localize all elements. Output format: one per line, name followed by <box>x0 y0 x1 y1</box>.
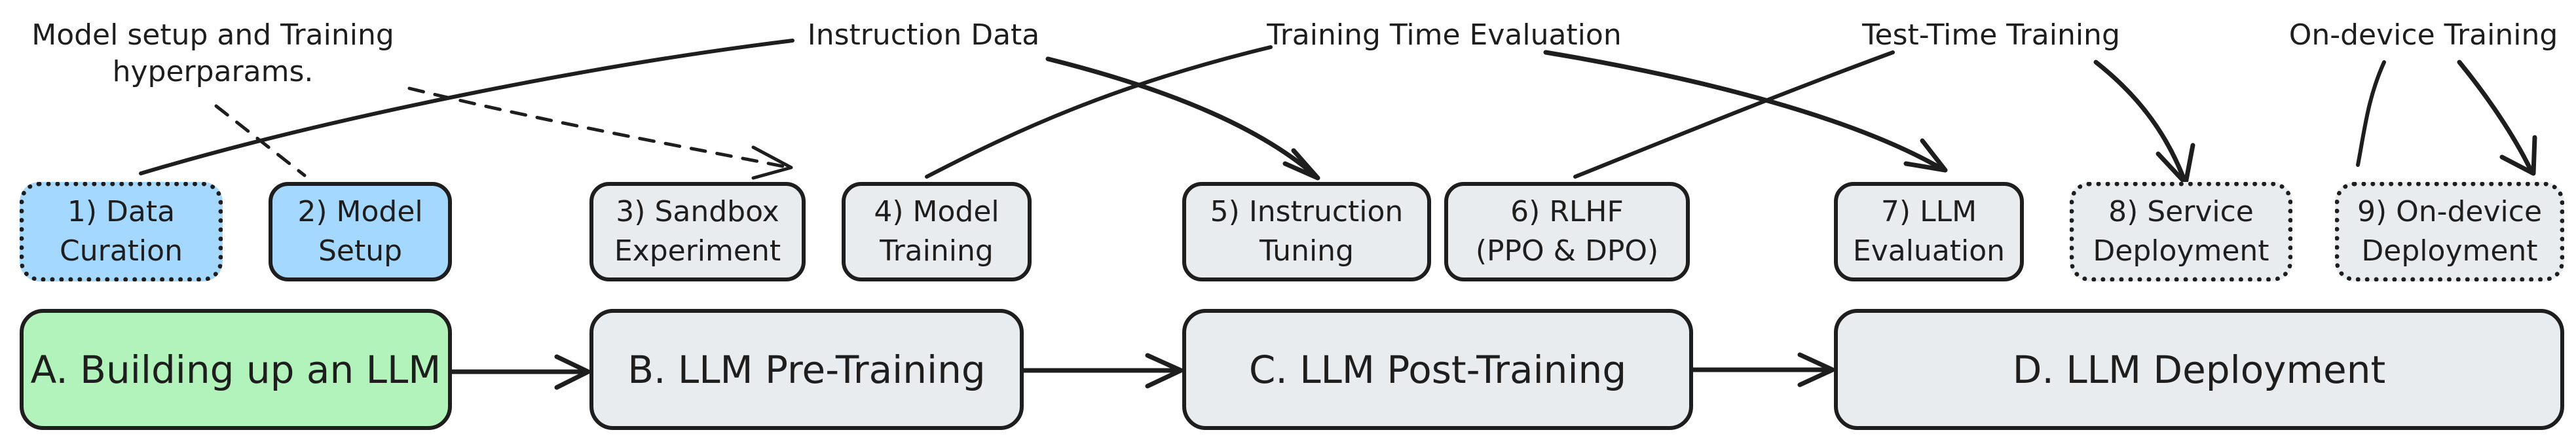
stage-llm-post-training: C. LLM Post-Training <box>1182 309 1693 430</box>
label-model-setup-hyperparams: Model setup and Training hyperparams. <box>31 18 394 88</box>
stage-llm-deployment: D. LLM Deployment <box>1834 309 2564 430</box>
label-instruction-data: Instruction Data <box>807 18 1040 52</box>
arrowhead-on-device <box>2499 135 2537 176</box>
arrowhead-instruction-tuning <box>1282 148 1320 181</box>
step-llm-evaluation: 7) LLM Evaluation <box>1834 182 2024 281</box>
arrowhead-stage-b <box>554 354 591 390</box>
arrow-on-device-left <box>2356 60 2386 167</box>
arrowhead-stage-d <box>1797 352 1835 387</box>
label-on-device-training: On-device Training <box>2288 18 2558 52</box>
step-service-deployment: 8) Service Deployment <box>2070 182 2292 281</box>
label-test-time-training: Test-Time Training <box>1862 18 2120 52</box>
arrowhead-llm-evaluation <box>1903 138 1948 173</box>
step-rlhf: 6) RLHF (PPO & DPO) <box>1444 182 1690 281</box>
stage-building-up-llm: A. Building up an LLM <box>20 309 452 430</box>
step-instruction-tuning: 5) Instruction Tuning <box>1182 182 1431 281</box>
arrowhead-sandbox <box>751 145 793 180</box>
arrow-test-time-to-rlhf <box>1573 50 1895 179</box>
step-on-device-deployment: 9) On-device Deployment <box>2335 182 2564 281</box>
arrow-sandbox-dashed <box>407 86 788 169</box>
arrow-training-eval-to-model-training <box>925 45 1273 179</box>
step-model-training: 4) Model Training <box>842 182 1032 281</box>
arrow-on-device-to-deployment <box>2457 60 2534 174</box>
arrow-test-time-to-service <box>2093 60 2187 183</box>
stage-llm-pre-training: B. LLM Pre-Training <box>589 309 1024 430</box>
arrowhead-stage-c <box>1145 353 1184 389</box>
arrow-instruction-data-to-data-curation <box>139 39 794 175</box>
arrow-instruction-data-to-instruction-tuning <box>1045 56 1319 179</box>
step-data-curation: 1) Data Curation <box>20 182 223 281</box>
arrow-model-setup-dashed <box>214 104 307 177</box>
step-model-setup: 2) Model Setup <box>269 182 452 281</box>
label-training-time-evaluation: Training Time Evaluation <box>1267 18 1622 52</box>
step-sandbox-experiment: 3) Sandbox Experiment <box>589 182 806 281</box>
